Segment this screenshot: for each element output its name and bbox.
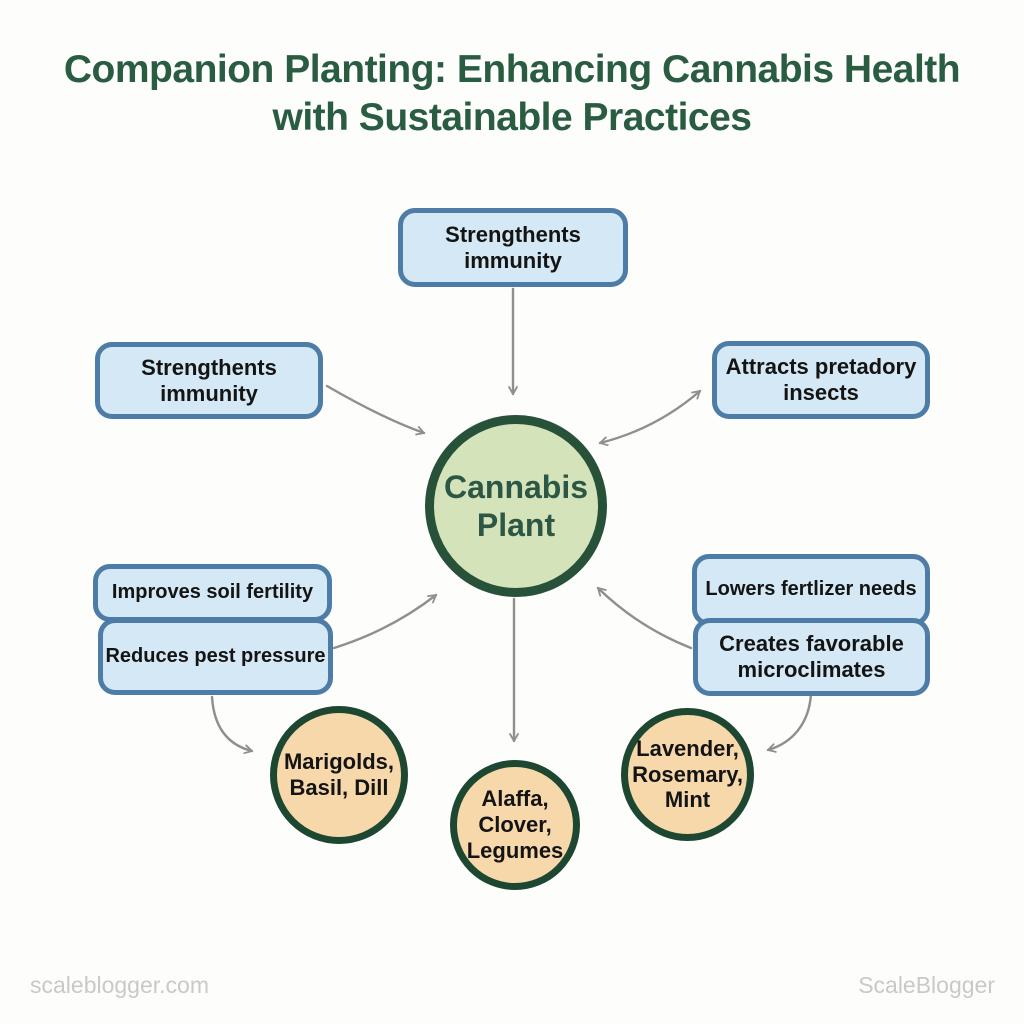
cannabis-plant-node: Cannabis Plant <box>425 415 607 597</box>
benefit-box-reduces-pests: Reduces pest pressure <box>98 618 333 695</box>
benefit-box-improves-soil: Improves soil fertility <box>93 564 332 622</box>
benefit-box-left: Strengthents immunity <box>95 342 323 419</box>
plant-circle-alfalfa: Alaffa, Clover, Legumes <box>450 760 580 890</box>
page-title: Companion Planting: Enhancing Cannabis H… <box>63 48 961 139</box>
watermark-brand: ScaleBlogger <box>858 972 995 998</box>
arrow-leftbox-to-center <box>325 384 426 436</box>
benefit-box-microclimates: Creates favorable microclimates <box>693 618 930 696</box>
arrow-center-rightbox-double <box>598 389 702 447</box>
benefit-box-top: Strengthents immunity <box>398 208 628 287</box>
plant-circle-marigolds: Marigolds, Basil, Dill <box>270 706 408 844</box>
benefit-box-right: Attracts pretadory insects <box>712 341 930 419</box>
arrow-leftmidbox-to-center <box>332 593 438 650</box>
plant-circle-lavender: Lavender, Rosemary, Mint <box>621 708 754 841</box>
arrow-leftmidbox-to-left-plants <box>210 695 254 755</box>
arrow-rightmidbox-to-center <box>596 586 693 650</box>
watermark-site-url: scaleblogger.com <box>30 972 209 998</box>
arrow-rightmidbox-to-right-plants <box>766 692 813 753</box>
benefit-box-lowers-fertilizer: Lowers fertlizer needs <box>692 554 930 626</box>
